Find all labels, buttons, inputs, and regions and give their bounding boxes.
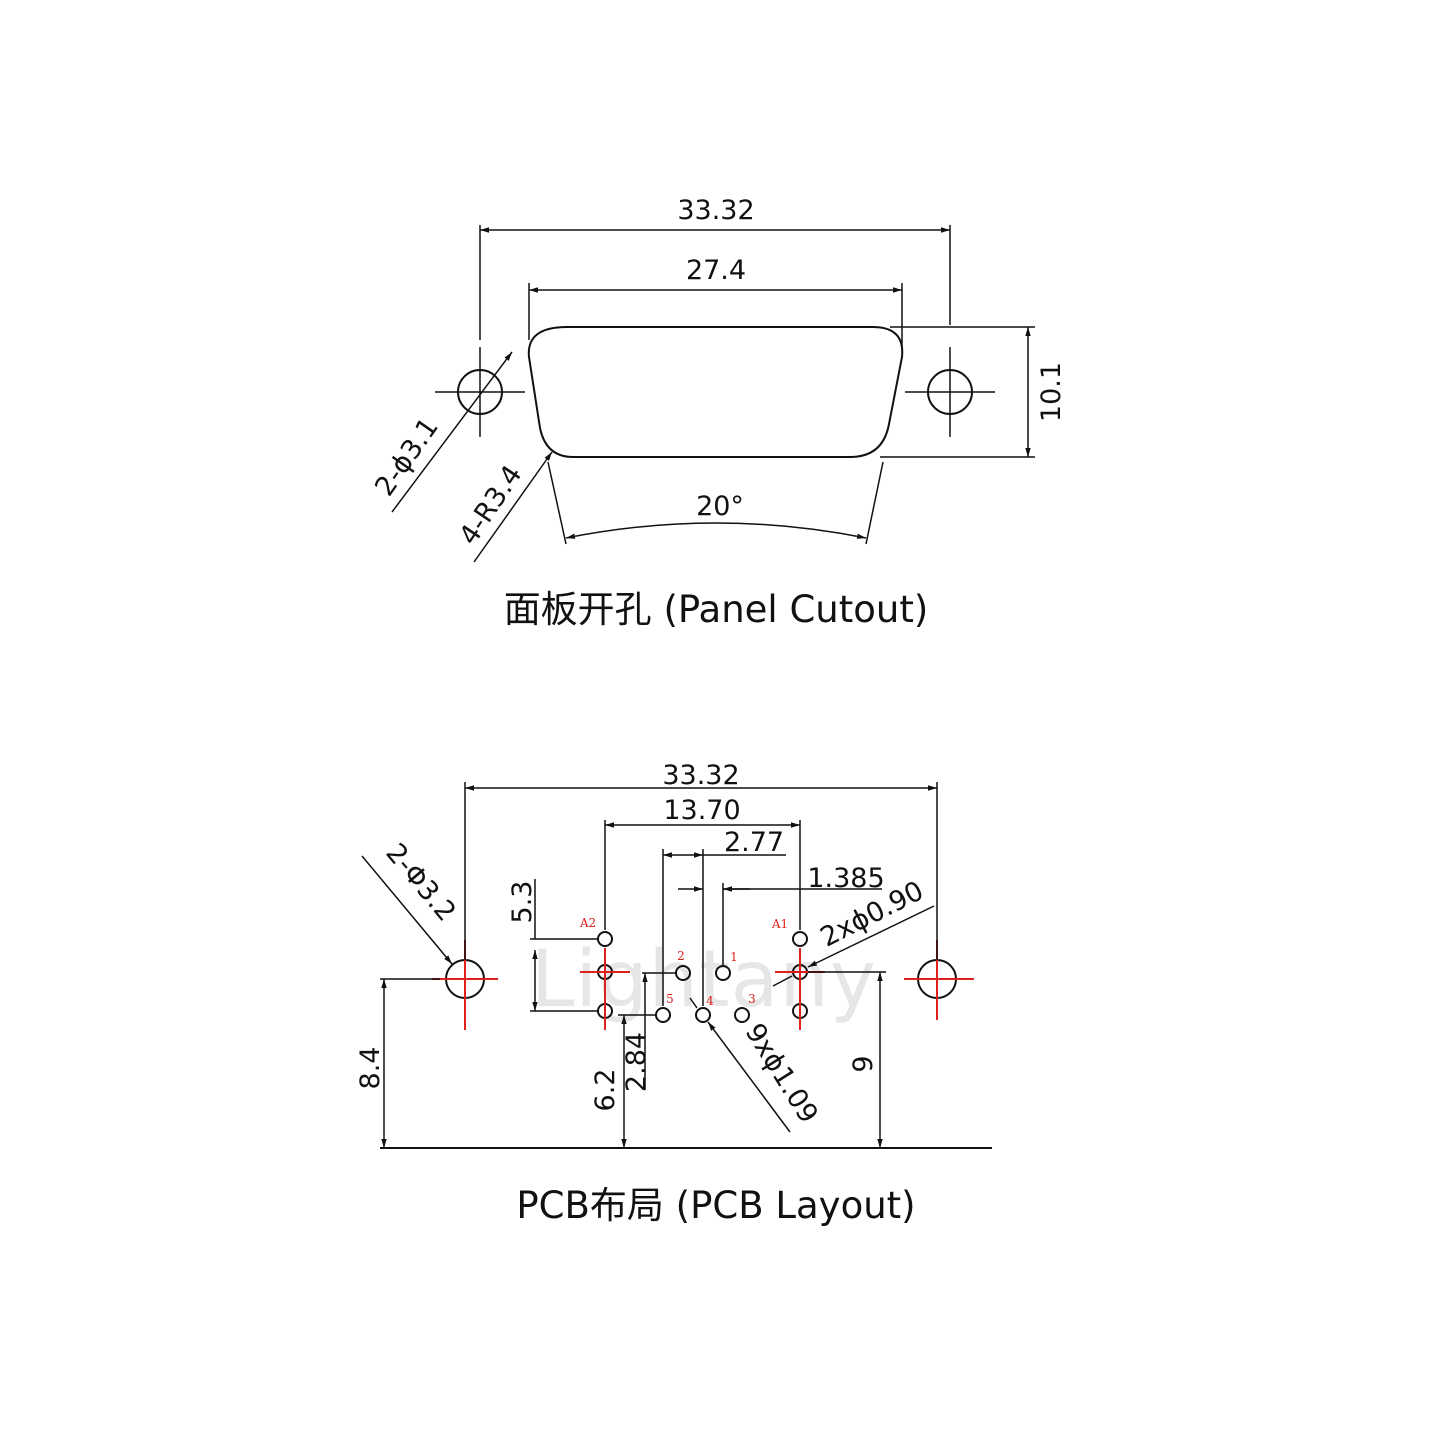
panel-cutout-view: 33.32 27.4 10.1 2-ϕ3.1 4-R3.4 (369, 195, 1067, 631)
pin-label-1: 1 (730, 950, 738, 964)
pin-1 (715, 965, 731, 981)
pin-3 (734, 1007, 750, 1023)
pcb-dim-1370: 13.70 (604, 795, 801, 930)
pcb-dim-9: 9 (808, 971, 886, 1148)
panel-dim-overall: 33.32 (479, 195, 951, 340)
pin-4 (695, 1007, 711, 1023)
pin-label-a1: A1 (771, 917, 788, 931)
pcb-dim-53: 5.3 (507, 879, 598, 1012)
pin-label-4: 4 (706, 994, 714, 1008)
panel-dim-height: 10.1 (880, 326, 1067, 458)
pcb-shield-a2 (580, 931, 630, 1030)
pcb-right-mount-hole (904, 940, 974, 1020)
panel-dim-overall-label: 33.32 (677, 195, 754, 226)
pcb-dim-53-label: 5.3 (507, 881, 538, 924)
pcb-dim-overall: 33.32 (464, 760, 938, 960)
pcb-dim-277-label: 2.77 (724, 827, 784, 858)
panel-dim-angle: 20° (547, 461, 884, 545)
pcb-dim-1385-label: 1.385 (807, 863, 884, 894)
pcb-dim-284: 2.84 (621, 972, 676, 1092)
pin-label-2: 2 (677, 949, 685, 963)
pcb-dim-284-label: 2.84 (621, 1032, 652, 1092)
pcb-dim-277: 2.77 (662, 827, 786, 1006)
pcb-dim-pin-holes-label: 9xϕ1.09 (739, 1018, 824, 1129)
panel-dim-height-label: 10.1 (1036, 362, 1067, 422)
pcb-caption: PCB布局 (PCB Layout) (516, 1184, 915, 1227)
panel-dim-inner: 27.4 (528, 255, 903, 348)
pcb-dim-62: 6.2 (590, 1014, 656, 1148)
pcb-dim-mount-holes: 2-Φ3.2 (361, 838, 462, 965)
panel-dim-radius: 4-R3.4 (453, 451, 553, 563)
pcb-dim-84-label: 8.4 (355, 1047, 386, 1090)
pcb-dim-84: 8.4 (355, 978, 440, 1148)
pcb-layout-view: Lightany (355, 760, 992, 1227)
pcb-dim-9-label: 9 (848, 1055, 879, 1072)
pin-label-5: 5 (666, 992, 674, 1006)
panel-dim-angle-label: 20° (696, 491, 744, 522)
pcb-dim-mount-holes-label: 2-Φ3.2 (379, 838, 461, 928)
panel-right-mount-hole (905, 347, 995, 437)
pcb-dim-62-label: 6.2 (590, 1069, 621, 1112)
panel-d-outline (527, 326, 904, 458)
pcb-dim-1370-label: 13.70 (663, 795, 740, 826)
pcb-dim-overall-label: 33.32 (662, 760, 739, 791)
panel-dim-inner-label: 27.4 (686, 255, 746, 286)
pin-label-3: 3 (748, 992, 756, 1006)
pcb-dim-1385: 1.385 (678, 863, 885, 965)
panel-left-mount-hole (435, 347, 525, 437)
pin-label-a2: A2 (579, 916, 596, 930)
panel-caption: 面板开孔 (Panel Cutout) (504, 588, 929, 631)
